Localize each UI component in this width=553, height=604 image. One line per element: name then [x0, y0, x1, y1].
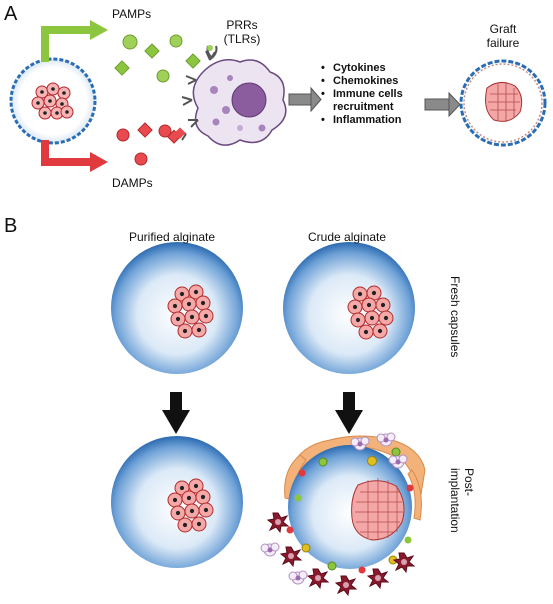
- panel-a-source-capsule: [9, 57, 97, 145]
- purified-fresh-capsule: [111, 242, 243, 374]
- prrs-label-line2: (TLRs): [223, 32, 261, 46]
- prrs-label: PRRs (TLRs): [216, 18, 268, 46]
- panel-a-arrow-1: [288, 86, 322, 113]
- failed-graft-capsule: [459, 59, 547, 147]
- outcome-item: recruitment: [333, 101, 394, 113]
- damps-arrow: [41, 140, 108, 172]
- outcome-item: Immune cells: [321, 88, 403, 101]
- pamps-arrow: [41, 20, 108, 62]
- purified-alginate-label: Purified alginate: [129, 230, 216, 244]
- graft-failure-line1: Graft: [489, 22, 517, 36]
- post-implantation-line1: Post-: [462, 468, 476, 497]
- damps-label: DAMPs: [112, 176, 153, 190]
- outcomes-list: Cytokines Chemokines Immune cells recrui…: [321, 62, 403, 127]
- macrophage: [174, 45, 287, 146]
- crude-fresh-capsule: [283, 242, 415, 374]
- purified-implanted-capsule: [111, 436, 243, 568]
- damps-molecules: [116, 122, 182, 166]
- graft-failure-line2: failure: [486, 36, 520, 50]
- crude-alginate-label: Crude alginate: [308, 230, 387, 244]
- crude-arrow: [335, 392, 363, 434]
- panel-a-arrow-2: [424, 91, 461, 118]
- panel-b-letter: B: [4, 215, 18, 237]
- fresh-capsules-label: Fresh capsules: [448, 276, 462, 358]
- post-implantation-line2: implantation: [448, 468, 462, 533]
- outcome-item: Chemokines: [321, 75, 403, 88]
- graft-failure-label: Graft failure: [478, 22, 528, 50]
- purified-arrow: [162, 392, 190, 434]
- failed-graft-islet: [485, 82, 523, 122]
- outcome-item: Cytokines: [321, 62, 403, 75]
- pamps-molecules: [114, 34, 201, 83]
- pamps-label: PAMPs: [112, 7, 152, 21]
- crude-implanted-islet: [351, 478, 405, 541]
- prrs-label-line1: PRRs: [226, 18, 258, 32]
- outcome-item: Inflammation: [321, 114, 403, 127]
- crude-implanted-capsule: [260, 432, 426, 596]
- panel-a-letter: A: [4, 3, 18, 25]
